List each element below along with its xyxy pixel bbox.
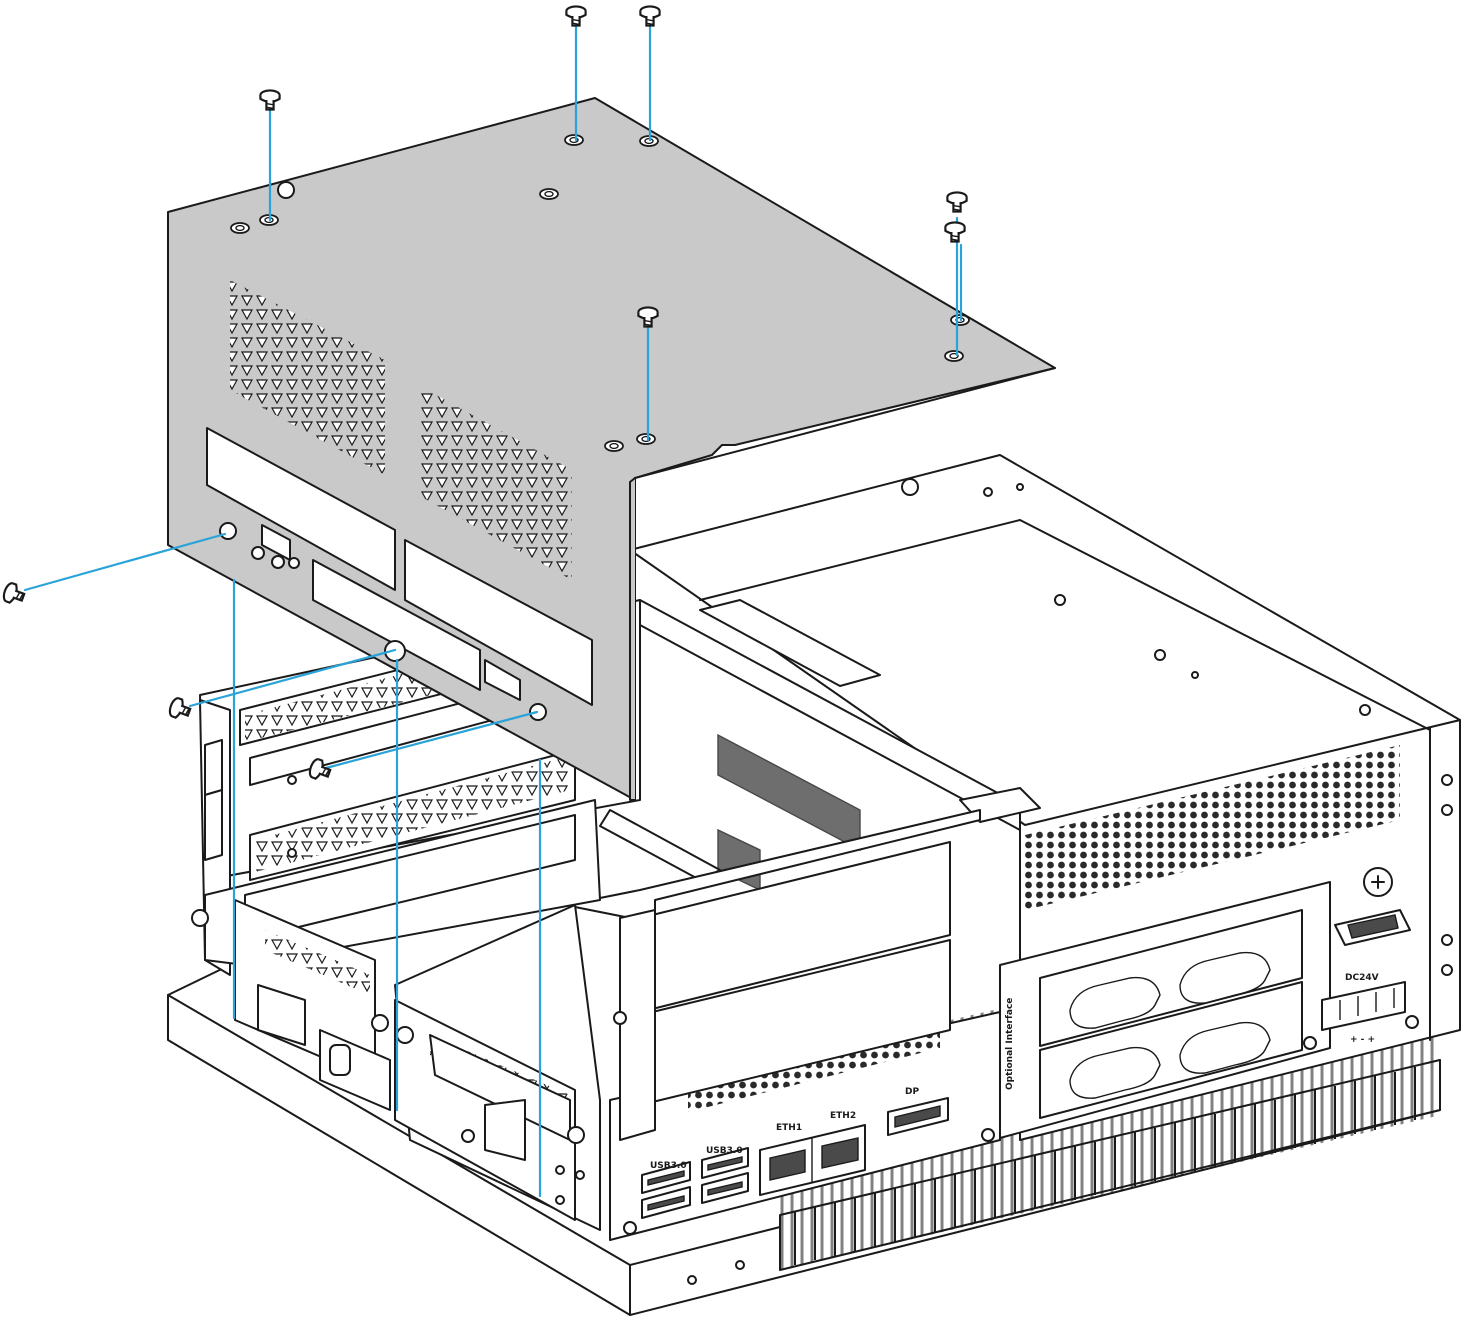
cover-vent-left bbox=[230, 280, 385, 475]
eth1-label: ETH1 bbox=[776, 1123, 802, 1133]
alignment-guides bbox=[23, 23, 963, 1198]
dc-power-connector bbox=[1321, 981, 1406, 1031]
top-cover bbox=[167, 97, 1056, 801]
screw-icon bbox=[944, 221, 966, 243]
screw-icon bbox=[166, 695, 194, 723]
cover-vent-right bbox=[418, 385, 572, 580]
usb-label-1: USB3.0 bbox=[650, 1161, 687, 1171]
eth2-label: ETH2 bbox=[830, 1111, 856, 1121]
screw-icon bbox=[259, 89, 281, 111]
displayport: DP bbox=[887, 1087, 949, 1136]
usb-ports: USB3.0 USB3.0 bbox=[641, 1146, 749, 1219]
ethernet-ports: ETH1 ETH2 bbox=[759, 1111, 866, 1196]
dc-input-label: DC24V bbox=[1345, 973, 1379, 983]
vent-holes-right bbox=[1025, 745, 1400, 910]
optional-interface-label: Optional Interface bbox=[1005, 998, 1015, 1090]
usb-label-2: USB3.0 bbox=[706, 1146, 743, 1156]
cover-cutout-2 bbox=[404, 539, 593, 706]
screw-icon bbox=[946, 191, 968, 213]
screw-icon bbox=[639, 5, 661, 27]
cover-cutout-1 bbox=[206, 427, 396, 591]
pcie-connector bbox=[717, 733, 861, 852]
dp-label: DP bbox=[905, 1087, 919, 1097]
power-polarity-label: + - + bbox=[1350, 1035, 1375, 1045]
screw-icon bbox=[565, 5, 587, 27]
chassis-top-plate bbox=[629, 454, 1461, 826]
screw-icon bbox=[0, 580, 28, 608]
